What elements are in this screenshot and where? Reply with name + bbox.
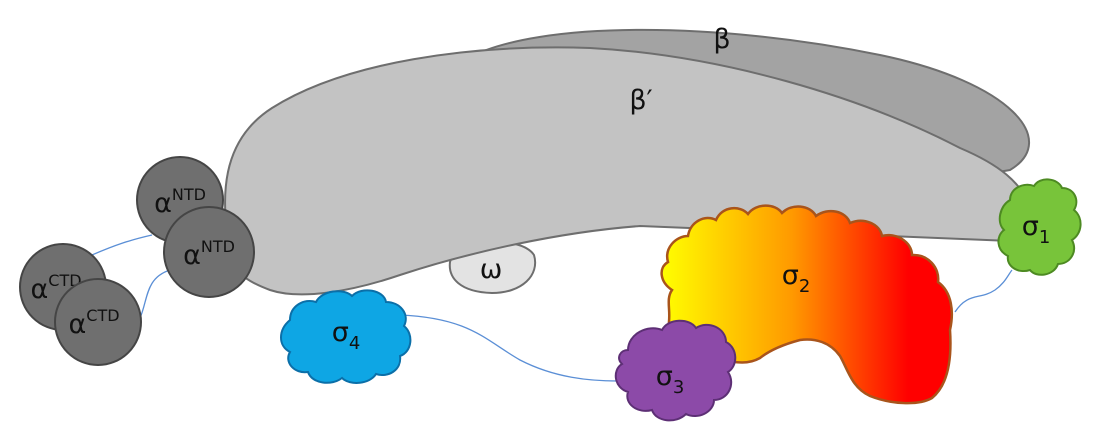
sigma3-shape <box>614 319 737 422</box>
sigma4-sigma3-linker <box>399 314 619 382</box>
sigma4-domain: σ4 <box>280 289 412 384</box>
linkers <box>91 234 1013 382</box>
sigma1-domain: σ1 <box>997 178 1082 276</box>
alpha-ntd-1-label: αNTD <box>154 185 206 219</box>
beta-prime-label: β′ <box>629 85 652 116</box>
sigma2-label: σ2 <box>782 260 811 297</box>
alpha-ctd-2-circle <box>54 278 142 366</box>
omega-label: ω <box>480 254 503 285</box>
alpha-ctd-2-label: αCTD <box>68 306 119 340</box>
alpha-ctd-2: αCTD <box>54 278 142 366</box>
alpha-ctd-1-label: αCTD <box>30 271 81 305</box>
sigma1-shape <box>997 178 1082 276</box>
alpha-ntd-2-label: αNTD <box>183 237 235 271</box>
sigma3-domain: σ3 <box>614 319 737 422</box>
sigma3-label: σ3 <box>656 361 685 398</box>
sigma2-sigma1-linker <box>954 269 1013 313</box>
alpha-linker-2 <box>139 269 171 319</box>
beta-label: β <box>713 24 730 55</box>
alpha-ntd-2-circle <box>163 206 255 298</box>
sigma4-label: σ4 <box>332 317 361 354</box>
alpha-ntd-2: αNTD <box>163 206 255 298</box>
sigma4-shape <box>280 289 412 384</box>
alpha-linker-1 <box>91 234 153 256</box>
sigma1-label: σ1 <box>1022 211 1051 248</box>
